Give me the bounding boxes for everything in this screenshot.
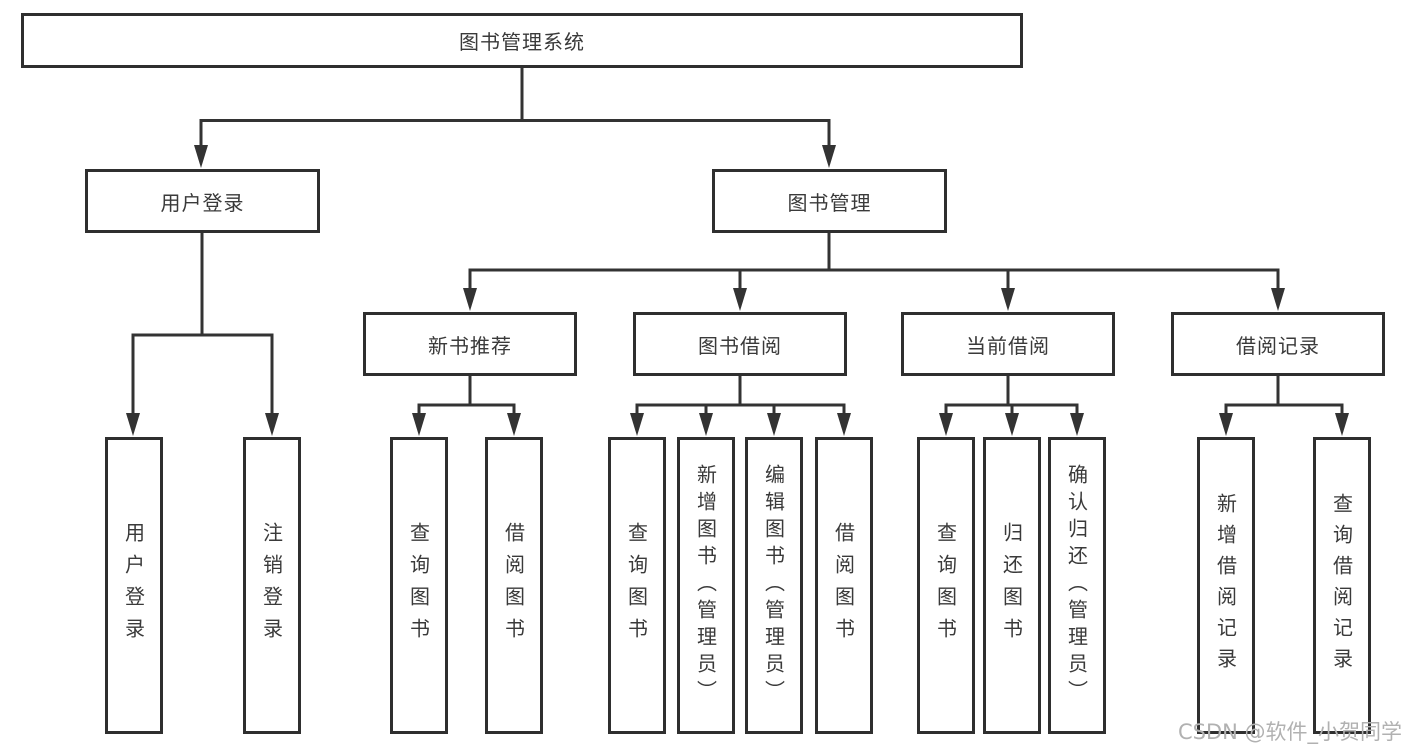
leaf-query-borrow-record: 查询借阅记录 — [1313, 437, 1371, 734]
leaf-borrow-books: 借阅图书 — [815, 437, 873, 734]
connector-book-management-to-level3 — [468, 233, 1280, 292]
arrowhead-icon — [822, 145, 836, 168]
arrowhead-icon — [939, 413, 953, 436]
arrowhead-icon — [837, 413, 851, 436]
watermark: CSDN @软件_小贺同学 — [1178, 720, 1403, 744]
node-book-management: 图书管理 — [712, 169, 947, 233]
leaf-confirm-return-admin: 确认归还（管理员） — [1048, 437, 1106, 734]
connector-user-login-to-children — [131, 233, 274, 418]
node-user-login: 用户登录 — [85, 169, 320, 233]
arrowhead-icon — [767, 413, 781, 436]
connector-new-book-to-children — [417, 376, 516, 418]
arrowhead-icon — [463, 288, 477, 311]
arrowhead-icon — [1001, 288, 1015, 311]
arrowhead-icon — [265, 413, 279, 436]
arrowhead-icon — [1271, 288, 1285, 311]
connector-current-borrow-to-children — [944, 376, 1079, 418]
connector-borrow-record-to-children — [1224, 376, 1344, 418]
arrowhead-icon — [630, 413, 644, 436]
connector-book-borrow-to-children — [635, 376, 846, 418]
node-book-borrow: 图书借阅 — [633, 312, 847, 376]
node-current-borrow: 当前借阅 — [901, 312, 1115, 376]
arrowhead-icon — [1335, 413, 1349, 436]
leaf-query-books-borrow: 查询图书 — [608, 437, 666, 734]
arrowhead-icon — [194, 145, 208, 168]
node-library-system: 图书管理系统 — [21, 13, 1023, 68]
arrowhead-icon — [733, 288, 747, 311]
leaf-query-books-recommend: 查询图书 — [390, 437, 448, 734]
leaf-user-login: 用户登录 — [105, 437, 163, 734]
arrowhead-icon — [507, 413, 521, 436]
arrowhead-icon — [1070, 413, 1084, 436]
arrowhead-icon — [412, 413, 426, 436]
leaf-return-book: 归还图书 — [983, 437, 1041, 734]
arrowheads-layer — [126, 145, 1349, 436]
leaf-add-borrow-record: 新增借阅记录 — [1197, 437, 1255, 734]
arrowhead-icon — [699, 413, 713, 436]
leaf-add-book-admin: 新增图书（管理员） — [677, 437, 735, 734]
connector-root-to-level2 — [199, 68, 831, 150]
leaf-edit-book-admin: 编辑图书（管理员） — [745, 437, 803, 734]
leaf-borrow-books-recommend: 借阅图书 — [485, 437, 543, 734]
arrowhead-icon — [1005, 413, 1019, 436]
arrowhead-icon — [1219, 413, 1233, 436]
leaf-logout: 注销登录 — [243, 437, 301, 734]
leaf-query-books-current: 查询图书 — [917, 437, 975, 734]
arrowhead-icon — [126, 413, 140, 436]
node-new-book-recommend: 新书推荐 — [363, 312, 577, 376]
node-borrow-record: 借阅记录 — [1171, 312, 1385, 376]
